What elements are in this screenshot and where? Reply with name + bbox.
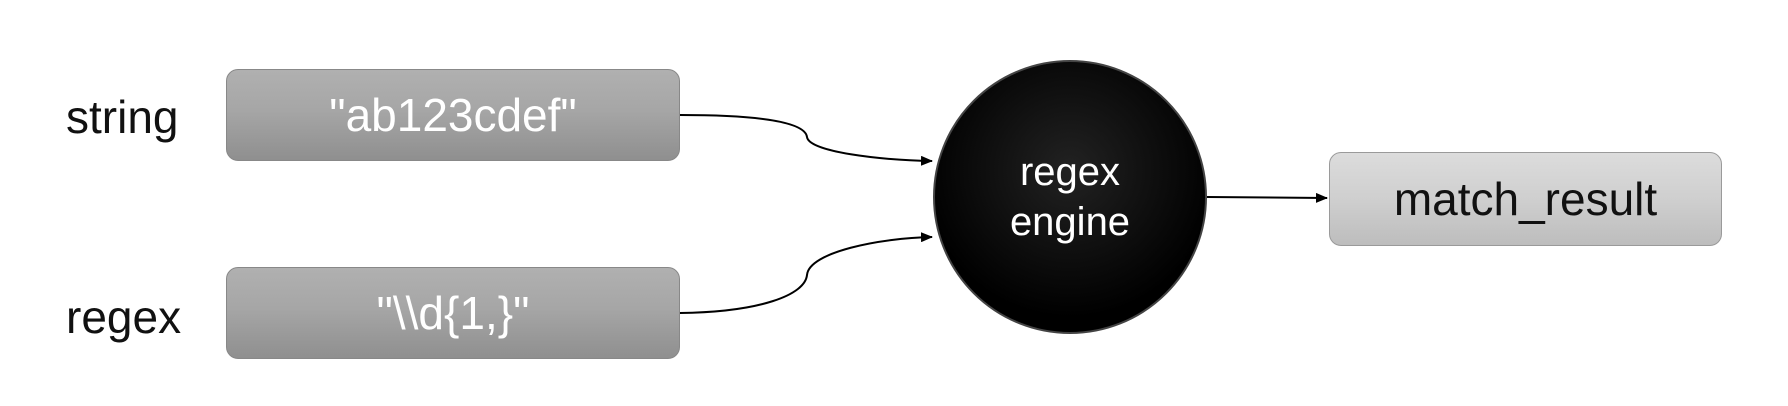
arrow-regex-to-engine xyxy=(679,232,933,314)
regex-value-text: "\\d{1,}" xyxy=(376,287,530,339)
arrow-engine-to-result xyxy=(1206,192,1328,203)
match-result-box: match_result xyxy=(1329,152,1722,246)
engine-label-line1: regex xyxy=(1019,150,1121,194)
match-result-text: match_result xyxy=(1393,173,1658,225)
string-value-box: "ab123cdef" xyxy=(226,69,680,161)
string-label: string xyxy=(66,91,179,143)
regex-value-box: "\\d{1,}" xyxy=(226,267,680,359)
regex-label: regex xyxy=(66,291,182,343)
engine-label-line2: engine xyxy=(1009,200,1131,244)
string-value-text: "ab123cdef" xyxy=(329,89,577,141)
arrow-string-to-engine xyxy=(679,114,933,166)
regex-engine-node: regex engine xyxy=(933,60,1207,334)
